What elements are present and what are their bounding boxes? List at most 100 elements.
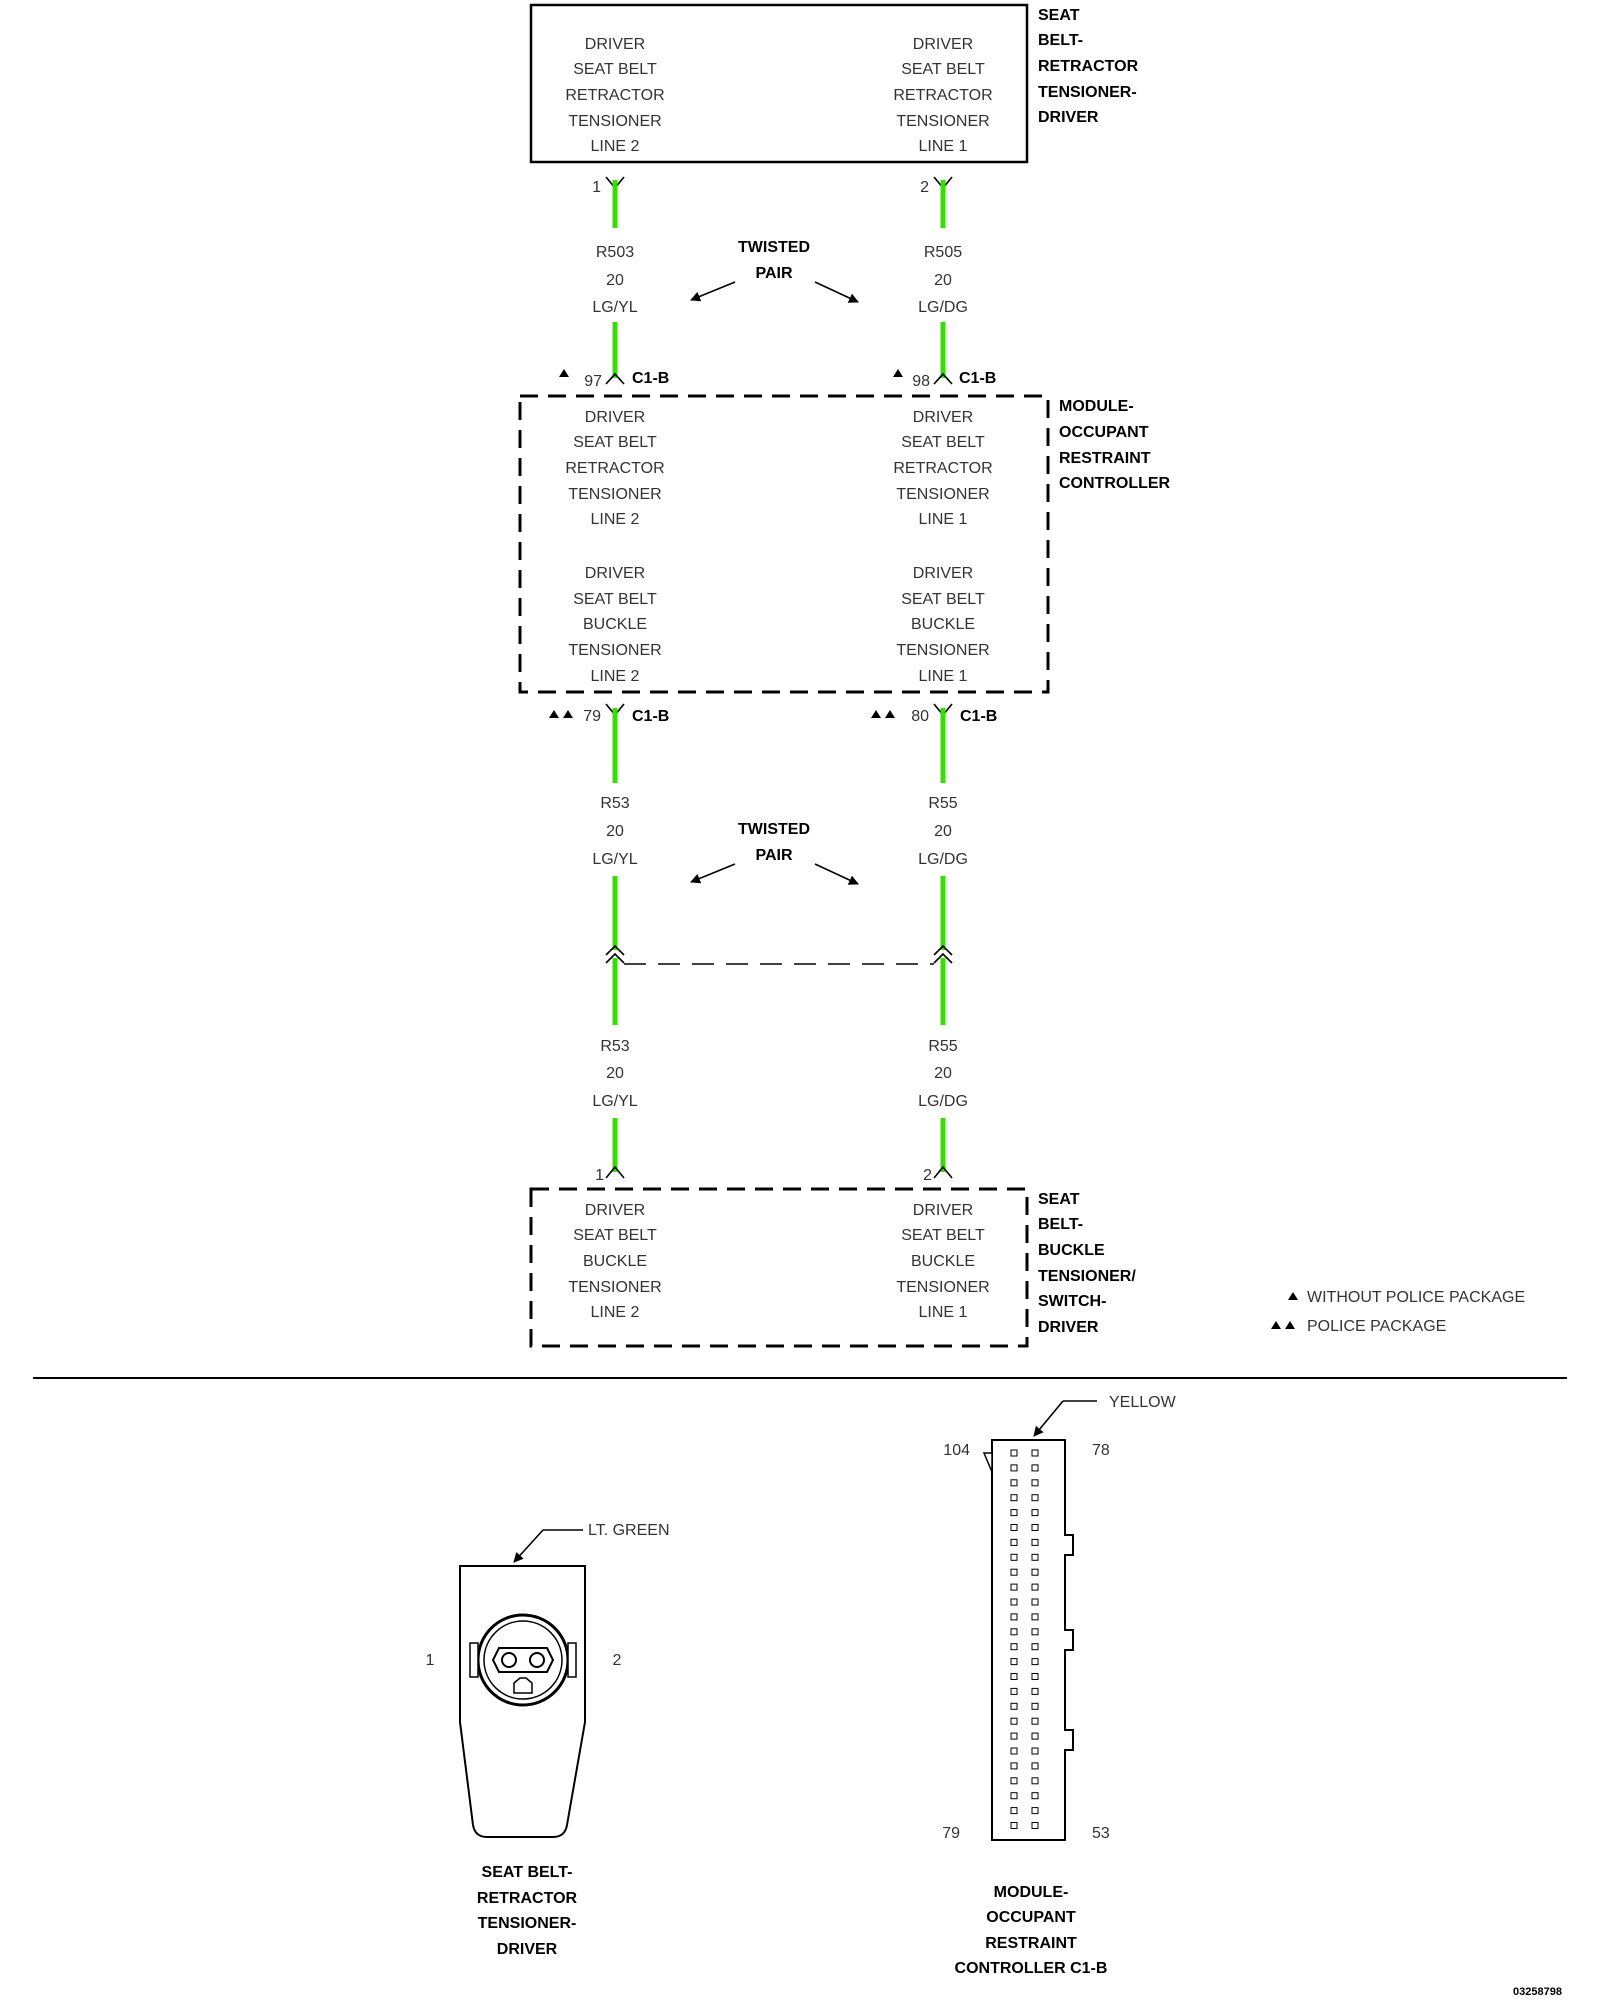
svg-text:BUCKLE: BUCKLE <box>583 1253 647 1270</box>
svg-text:CONTROLLER: CONTROLLER <box>1059 475 1171 492</box>
inline-connector <box>605 944 953 965</box>
module-pin-97: 97 <box>584 373 602 390</box>
svg-text:TENSIONER: TENSIONER <box>896 1279 989 1296</box>
retractor-view-caption: SEAT BELT- <box>482 1864 573 1881</box>
svg-text:DRIVER: DRIVER <box>585 36 645 53</box>
svg-text:DRIVER: DRIVER <box>1038 1319 1099 1336</box>
pin-cavity <box>1010 1538 1018 1546</box>
svg-text:R55: R55 <box>928 1038 957 1055</box>
svg-text:DRIVER: DRIVER <box>913 565 973 582</box>
buckle-component-box <box>529 1187 1029 1348</box>
svg-text:SEAT BELT: SEAT BELT <box>573 591 657 608</box>
svg-text:PAIR: PAIR <box>755 265 792 282</box>
svg-text:RETRACTOR: RETRACTOR <box>565 460 664 477</box>
pin-cavity <box>1031 1449 1039 1457</box>
retractor-pin-2: 2 <box>920 179 929 196</box>
module-view-pin-104: 104 <box>943 1442 970 1459</box>
svg-text:DRIVER: DRIVER <box>585 409 645 426</box>
pin-cavity <box>1031 1583 1039 1591</box>
pin-cavity <box>1010 1464 1018 1472</box>
legend-double-triangle <box>1271 1321 1281 1329</box>
triangle-marker <box>559 369 569 377</box>
svg-text:DRIVER: DRIVER <box>913 409 973 426</box>
module-terminal-97 <box>605 372 625 385</box>
pin-cavity <box>1010 1568 1018 1576</box>
svg-text:RETRACTOR: RETRACTOR <box>565 87 664 104</box>
svg-text:20: 20 <box>934 823 952 840</box>
twisted-pair-arrow-left <box>690 863 736 884</box>
svg-text:SEAT: SEAT <box>1038 1191 1080 1208</box>
pin-cavity <box>1031 1762 1039 1770</box>
svg-text:SEAT: SEAT <box>1038 7 1080 24</box>
retractor-view-caption: DRIVER <box>497 1941 558 1958</box>
svg-text:TENSIONER: TENSIONER <box>896 642 989 659</box>
pin-cavity <box>1010 1509 1018 1517</box>
pin-cavity <box>1031 1509 1039 1517</box>
module-retractor-right-text: DRIVER SEAT BELT RETRACTOR TENSIONER LIN… <box>893 409 992 528</box>
svg-text:SEAT BELT: SEAT BELT <box>573 1227 657 1244</box>
svg-text:LG/DG: LG/DG <box>918 1093 968 1110</box>
module-view-caption: RESTRAINT <box>985 1935 1077 1952</box>
pin-cavity <box>1031 1628 1039 1636</box>
pin-cavity <box>1010 1792 1018 1800</box>
pin-cavity <box>1010 1777 1018 1785</box>
legend: WITHOUT POLICE PACKAGE POLICE PACKAGE <box>1271 1289 1525 1335</box>
retractor-right-function-text: DRIVER SEAT BELT RETRACTOR TENSIONER LIN… <box>893 36 992 155</box>
svg-text:DRIVER: DRIVER <box>1038 109 1099 126</box>
retractor-view-caption: TENSIONER- <box>478 1915 577 1932</box>
pin-cavity <box>1010 1494 1018 1502</box>
svg-text:DRIVER: DRIVER <box>913 1202 973 1219</box>
retractor-view-caption: RETRACTOR <box>477 1890 578 1907</box>
twisted-pair-arrow-left <box>690 281 736 302</box>
svg-text:DRIVER: DRIVER <box>585 1202 645 1219</box>
legend-single-triangle <box>1288 1292 1298 1300</box>
pin-cavity <box>1031 1717 1039 1725</box>
pin-cavity <box>1010 1479 1018 1487</box>
svg-text:R53: R53 <box>600 795 629 812</box>
pin-cavity <box>1010 1658 1018 1666</box>
svg-text:SEAT BELT: SEAT BELT <box>901 591 985 608</box>
svg-text:TENSIONER: TENSIONER <box>568 1279 661 1296</box>
pin-cavity <box>1010 1628 1018 1636</box>
svg-text:TENSIONER: TENSIONER <box>568 113 661 130</box>
wire-r53-label-2: R53 20 LG/YL <box>592 1038 637 1110</box>
svg-text:TENSIONER-: TENSIONER- <box>1038 84 1137 101</box>
pin-cavity <box>1010 1822 1018 1829</box>
svg-text:LG/YL: LG/YL <box>592 1093 637 1110</box>
pin-cavity <box>1031 1658 1039 1666</box>
svg-text:SWITCH-: SWITCH- <box>1038 1293 1106 1310</box>
svg-text:LINE 2: LINE 2 <box>591 668 640 685</box>
module-pin-79: 79 <box>583 708 601 725</box>
retractor-left-function-text: DRIVER SEAT BELT RETRACTOR TENSIONER LIN… <box>565 36 664 155</box>
svg-text:LINE 1: LINE 1 <box>919 1304 968 1321</box>
buckle-component-name: SEAT BELT- BUCKLE TENSIONER/ SWITCH- DRI… <box>1038 1191 1136 1336</box>
triangle-marker <box>549 710 559 718</box>
svg-text:TENSIONER: TENSIONER <box>568 486 661 503</box>
svg-text:BUCKLE: BUCKLE <box>1038 1242 1105 1259</box>
svg-text:LINE 1: LINE 1 <box>919 138 968 155</box>
module-view-pin-53: 53 <box>1092 1825 1110 1842</box>
svg-text:BUCKLE: BUCKLE <box>911 1253 975 1270</box>
svg-text:BELT-: BELT- <box>1038 1216 1083 1233</box>
pin-cavity <box>1031 1702 1039 1710</box>
svg-text:BELT-: BELT- <box>1038 32 1083 49</box>
lower-twisted-pair-note: TWISTED PAIR <box>690 821 859 885</box>
svg-text:TENSIONER: TENSIONER <box>568 642 661 659</box>
figure-id: 03258798 <box>1513 1986 1562 1998</box>
module-buckle-right-text: DRIVER SEAT BELT BUCKLE TENSIONER LINE 1 <box>896 565 989 685</box>
svg-text:R505: R505 <box>924 244 962 261</box>
buckle-terminal-right <box>933 1165 953 1179</box>
module-component-name: MODULE- OCCUPANT RESTRAINT CONTROLLER <box>1059 398 1171 492</box>
module-retractor-left-text: DRIVER SEAT BELT RETRACTOR TENSIONER LIN… <box>565 409 664 528</box>
pin-cavity <box>1010 1702 1018 1710</box>
svg-text:TENSIONER/: TENSIONER/ <box>1038 1268 1136 1285</box>
retractor-connector-color: LT. GREEN <box>588 1522 670 1539</box>
retractor-component-box <box>529 3 1029 164</box>
pin-cavity <box>1031 1747 1039 1755</box>
triangle-marker <box>563 710 573 718</box>
module-view-pin-79: 79 <box>942 1825 960 1842</box>
pin-cavity <box>1010 1598 1018 1606</box>
svg-text:BUCKLE: BUCKLE <box>911 616 975 633</box>
connector-label-c1b: C1-B <box>959 370 996 387</box>
svg-text:LINE 1: LINE 1 <box>919 511 968 528</box>
